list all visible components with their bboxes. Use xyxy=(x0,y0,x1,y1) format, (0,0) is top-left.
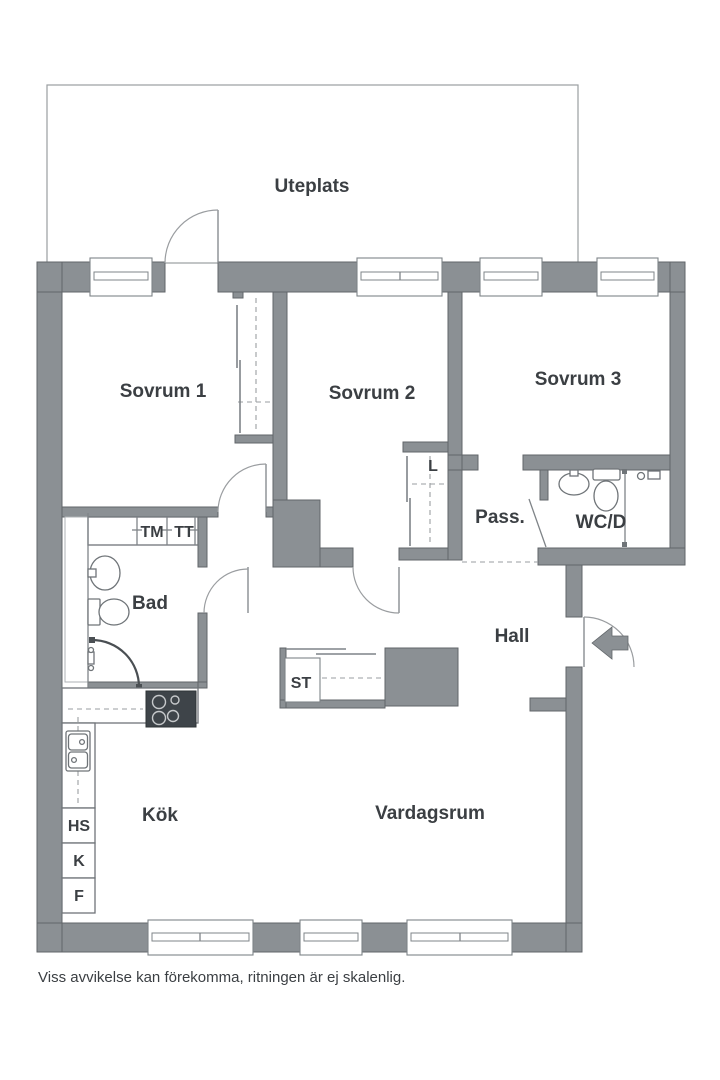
door-wcd xyxy=(528,498,547,548)
footnote-text: Viss avvikelse kan förekomma, ritningen … xyxy=(38,969,405,986)
shower-mixer-knob xyxy=(87,664,95,672)
window-vardagsrum-left xyxy=(299,919,363,956)
door-bad xyxy=(203,567,249,614)
stove-burner xyxy=(166,709,180,723)
kitchen-fixtures xyxy=(61,687,199,914)
windows-bottom xyxy=(147,919,513,956)
kitchen-sink-bowl xyxy=(67,733,89,751)
door-sovrum1 xyxy=(217,463,267,513)
shaft xyxy=(64,516,89,683)
room-label-wcd: WC/D xyxy=(576,512,627,533)
cabinet-hs xyxy=(61,807,96,844)
shower-enclosure-end xyxy=(89,637,95,643)
stove-burner xyxy=(151,710,167,726)
label-k: K xyxy=(73,853,85,870)
room-labels: Uteplats Sovrum 1 Sovrum 2 Sovrum 3 Bad … xyxy=(68,176,626,905)
interior-walls xyxy=(61,291,686,712)
wardrobe-sovrum1 xyxy=(236,298,272,433)
bad-toilet-bowl xyxy=(98,598,130,626)
shower-mixer-knob xyxy=(87,646,95,654)
room-label-sovrum3: Sovrum 3 xyxy=(535,369,622,390)
cabinet-row xyxy=(87,516,199,546)
room-label-uteplats: Uteplats xyxy=(275,176,350,197)
shower-screen-end xyxy=(622,469,627,474)
wc-toilet-tank xyxy=(592,468,621,481)
st-closet-box xyxy=(284,657,321,703)
label-tt: TT xyxy=(174,524,194,541)
kitchen-sink-drain xyxy=(70,756,78,764)
wc-sink-tap xyxy=(569,469,579,477)
entrance-arrow-icon xyxy=(591,626,629,660)
window-sovrum2 xyxy=(356,257,443,297)
door-sovrum2 xyxy=(352,566,400,614)
door-entrance xyxy=(583,616,635,668)
label-f: F xyxy=(74,888,84,905)
window-sovrum3-right xyxy=(596,257,659,297)
window-vardagsrum-right xyxy=(406,919,513,956)
wc-fixtures xyxy=(558,468,661,547)
stove-burner xyxy=(151,694,167,710)
label-tm: TM xyxy=(140,524,163,541)
room-label-hall: Hall xyxy=(495,626,530,647)
shower-mixer-icon xyxy=(87,651,95,665)
windows-top xyxy=(89,257,659,297)
bathroom-fixtures xyxy=(87,513,142,690)
bad-sink-tap xyxy=(87,568,97,578)
wc-toilet-bowl xyxy=(593,480,619,512)
cabinet-f xyxy=(61,877,96,914)
stove-burner xyxy=(170,695,180,705)
kitchen-sink-bowl xyxy=(67,751,89,769)
label-st: ST xyxy=(291,675,312,692)
label-l: L xyxy=(428,458,438,475)
room-label-bad: Bad xyxy=(132,593,168,614)
room-label-kok: Kök xyxy=(142,805,178,826)
door-uteplats xyxy=(164,209,219,264)
shower-enclosure-end xyxy=(136,684,142,690)
room-label-pass: Pass. xyxy=(475,507,525,528)
laundry-cabinets xyxy=(64,516,199,683)
kitchen-sink-drain xyxy=(78,738,86,746)
label-hs: HS xyxy=(68,818,91,835)
bad-toilet-tank xyxy=(87,598,101,626)
wc-shower-fixture-icon xyxy=(647,470,661,480)
st-walls xyxy=(279,647,459,709)
st-storage-unit xyxy=(279,647,459,709)
doors xyxy=(164,209,635,668)
room-label-sovrum2: Sovrum 2 xyxy=(329,383,416,404)
window-sovrum1 xyxy=(89,257,153,297)
uteplats-outline xyxy=(46,84,579,264)
window-sovrum3-left xyxy=(479,257,543,297)
shower-enclosure xyxy=(91,638,141,688)
shower-screen-end xyxy=(622,542,627,547)
closet-l xyxy=(406,456,448,546)
room-label-sovrum1: Sovrum 1 xyxy=(120,381,207,402)
window-kok xyxy=(147,919,254,956)
wc-shower-head-icon xyxy=(636,471,646,481)
room-label-vardagsrum: Vardagsrum xyxy=(375,803,485,824)
